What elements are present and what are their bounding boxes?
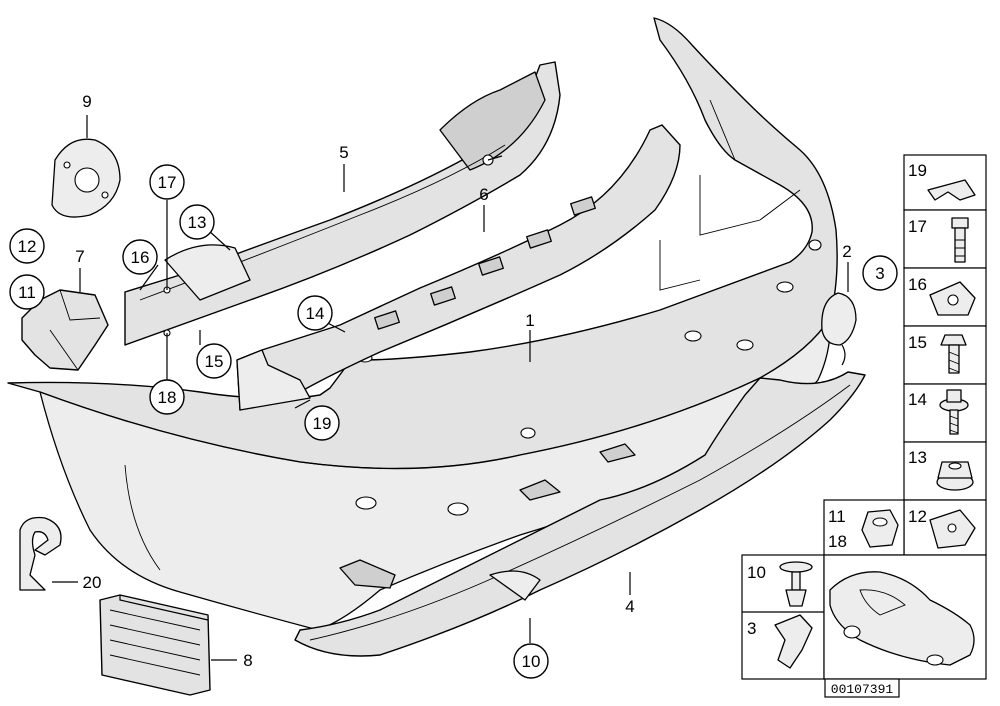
svg-text:00107391: 00107391 — [831, 682, 894, 697]
reference-number: 00107391 — [824, 678, 900, 698]
svg-text:12: 12 — [908, 507, 927, 526]
bumper-cover — [7, 17, 838, 631]
svg-text:16: 16 — [908, 275, 927, 294]
hex-nut-icon — [861, 509, 899, 548]
car-thumbnail-icon — [829, 571, 975, 666]
label-9: 9 — [82, 92, 91, 111]
svg-text:12: 12 — [18, 237, 37, 256]
callout-10: 10 — [513, 643, 549, 679]
svg-text:17: 17 — [908, 217, 927, 236]
u-clip-icon — [927, 179, 976, 201]
svg-text:19: 19 — [313, 414, 332, 433]
label-20: 20 — [83, 573, 102, 592]
svg-text:18: 18 — [158, 388, 177, 407]
callout-17: 17 — [149, 164, 185, 200]
svg-text:16: 16 — [131, 248, 150, 267]
svg-text:13: 13 — [908, 448, 927, 467]
label-6: 6 — [479, 185, 488, 204]
svg-text:13: 13 — [188, 213, 207, 232]
lower-spoiler — [294, 371, 866, 657]
svg-text:15: 15 — [205, 352, 224, 371]
label-4: 4 — [625, 597, 634, 616]
svg-text:14: 14 — [908, 390, 927, 409]
svg-text:10: 10 — [522, 652, 541, 671]
gasket — [51, 138, 121, 218]
svg-text:18: 18 — [828, 532, 847, 551]
upper-carrier — [124, 61, 561, 346]
flange-nut-icon — [936, 461, 974, 491]
fastener-legend: 19 17 16 15 14 13 — [741, 154, 987, 680]
label-2: 2 — [842, 242, 851, 261]
callout-11: 11 — [9, 274, 45, 310]
callout-15: 15 — [196, 343, 232, 379]
callout-18: 18 — [149, 379, 185, 415]
impact-absorber — [236, 124, 681, 411]
svg-text:3: 3 — [747, 619, 756, 638]
screw-icon — [940, 334, 967, 374]
push-rivet-icon — [779, 561, 813, 607]
svg-text:11: 11 — [828, 507, 846, 526]
reflector — [99, 594, 211, 696]
label-1: 1 — [525, 311, 534, 330]
svg-text:3: 3 — [875, 264, 884, 283]
wire-hook — [19, 516, 62, 591]
svg-text:11: 11 — [18, 283, 36, 302]
flange-screw-icon — [939, 389, 969, 435]
svg-text:14: 14 — [306, 304, 325, 323]
svg-text:10: 10 — [747, 563, 766, 582]
clip-bracket-icon — [774, 614, 813, 669]
svg-text:19: 19 — [908, 161, 927, 180]
callout-13: 13 — [179, 204, 215, 240]
svg-text:17: 17 — [158, 173, 177, 192]
label-5: 5 — [339, 143, 348, 162]
callout-19: 19 — [304, 405, 340, 441]
side-bracket — [21, 289, 109, 371]
callout-16: 16 — [122, 239, 158, 275]
callout-14: 14 — [297, 295, 333, 331]
label-7: 7 — [75, 247, 84, 266]
callout-3: 3 — [862, 255, 898, 291]
bolt-icon — [951, 217, 969, 263]
cover-plug — [821, 292, 857, 366]
svg-text:15: 15 — [908, 333, 927, 352]
label-8: 8 — [243, 651, 252, 670]
callout-12: 12 — [9, 228, 45, 264]
